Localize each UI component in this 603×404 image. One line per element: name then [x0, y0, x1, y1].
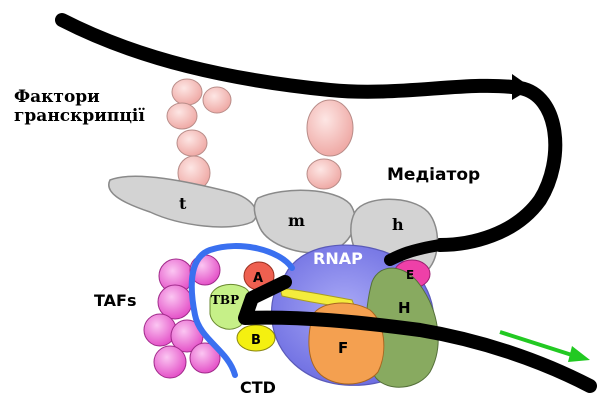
label-factor-h: H	[398, 299, 411, 317]
label-mediator: Медіатор	[387, 165, 480, 185]
label-tafs: TAFs	[94, 291, 137, 310]
transcription-factor-chain-right	[306, 99, 354, 190]
label-factor-a: A	[253, 271, 263, 286]
direction-arrowhead	[568, 346, 590, 362]
label-rnap: RNAP	[313, 249, 363, 268]
tafs-cluster	[143, 254, 221, 379]
dna-strand-upstream-tail	[384, 239, 446, 266]
label-mediator-t: t	[179, 194, 187, 213]
factor-b	[236, 324, 276, 352]
label-factor-e: E	[406, 268, 414, 282]
ctd-tail	[188, 243, 295, 378]
dna-loop-arrowhead	[512, 74, 532, 100]
direction-arrow-shaft	[499, 330, 576, 358]
dna-strand-downstream	[238, 275, 597, 393]
transcription-factor-chain-left	[166, 78, 232, 191]
label-transcription-factors-1: Фактори	[14, 87, 100, 107]
label-factor-b: B	[251, 333, 261, 348]
label-tbp: TBP	[211, 293, 239, 307]
label-mediator-m: m	[288, 211, 305, 230]
label-mediator-h: h	[392, 215, 404, 234]
label-factor-f: F	[338, 339, 348, 357]
dna-strand-loop	[55, 13, 563, 252]
label-ctd: CTD	[240, 378, 276, 397]
mediator-t-subunit	[108, 175, 258, 228]
label-transcription-factors-2: гранскрипції	[14, 106, 145, 126]
